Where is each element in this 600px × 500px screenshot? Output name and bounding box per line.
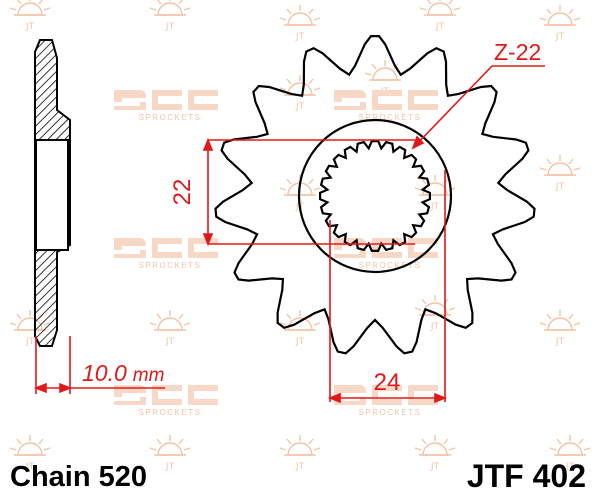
sprocket-outline: [214, 35, 536, 355]
watermark-logo: SPROCKETS: [334, 238, 438, 270]
watermark-sun-icon: [149, 0, 191, 33]
thickness-dimension: 10.0 mm: [82, 360, 164, 386]
watermark-text: SPROCKETS: [359, 261, 422, 270]
watermark-sun-icon: [279, 309, 321, 348]
watermark-logo: SPROCKETS: [114, 238, 218, 270]
watermark-text: SPROCKETS: [139, 113, 202, 122]
watermark-sun-icon: [149, 434, 191, 473]
watermark-sun-icon: [414, 434, 456, 473]
watermark-sun-icon: [149, 309, 191, 348]
chain-size-label: Chain 520: [10, 461, 147, 493]
watermark-sun-icon: [539, 4, 581, 43]
watermark-logo: SPROCKETS: [334, 90, 438, 122]
part-number-label: JTF 402: [466, 458, 586, 494]
sprocket-front-view: [214, 35, 536, 355]
thickness-value: 10.0: [82, 360, 127, 386]
dimension-lines: [33, 65, 545, 404]
watermark-text: SPROCKETS: [359, 408, 422, 417]
watermark-sun-icon: [419, 0, 461, 33]
hub-circle: [297, 118, 453, 274]
watermark-text: SPROCKETS: [359, 113, 422, 122]
hub-bore: [35, 139, 69, 251]
sprocket-side-view: [34, 39, 71, 347]
watermark-sun-icon: [279, 434, 321, 473]
bore-dimension-label: 22: [169, 179, 196, 206]
watermark-sun-icon: [279, 74, 321, 113]
watermark-text: SPROCKETS: [139, 261, 202, 270]
watermark-sun-icon: [279, 4, 321, 43]
tooth-count-label: Z-22: [494, 39, 541, 65]
watermark-layer: SPROCKETS SPROCKETS SPROCKETS SPROCKETS SPRO…: [9, 0, 591, 473]
spline-dimension-label: 24: [374, 369, 401, 396]
watermark-logo: SPROCKETS: [114, 90, 218, 122]
watermark-logo: SPROCKETS: [114, 385, 218, 417]
watermark-text: SPROCKETS: [139, 408, 202, 417]
watermark-sun-icon: [539, 309, 581, 348]
watermark-sun-icon: [539, 154, 581, 193]
watermark-sun-icon: [9, 0, 51, 33]
thickness-unit: mm: [133, 365, 165, 386]
spline-outline: [319, 140, 431, 252]
watermark-logo: SPROCKETS: [334, 385, 438, 417]
